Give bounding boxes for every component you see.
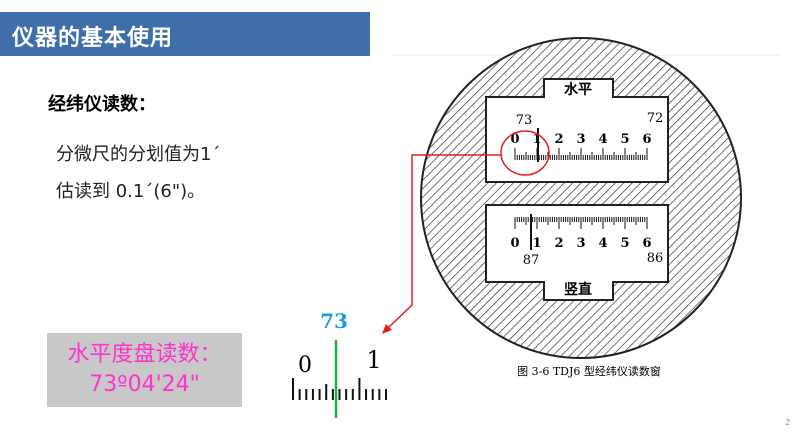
scale-label: 0	[510, 236, 519, 251]
zoom-ticks	[292, 378, 387, 400]
vertical-left-degree: 87	[523, 253, 540, 268]
scale-label: 5	[620, 132, 629, 147]
highlight-circle	[500, 130, 550, 176]
scale-label: 6	[642, 132, 651, 147]
horizontal-window-label: 水平	[564, 81, 592, 98]
zoom-left-tick-label: 0	[298, 353, 312, 378]
scale-label: 6	[642, 236, 651, 251]
header-bar: 仪器的基本使用	[0, 12, 370, 56]
scale-label: 3	[576, 132, 585, 147]
horizontal-left-degree: 73	[516, 113, 533, 128]
body-line-2: 估读到 0.1´(6")。	[56, 181, 206, 202]
horizontal-right-degree: 72	[647, 111, 664, 126]
scale-label: 0	[510, 132, 519, 147]
reading-value: 73º04'24"	[89, 372, 200, 397]
scale-label: 5	[620, 236, 629, 251]
reading-label: 水平度盘读数：	[67, 342, 222, 367]
vertical-right-degree: 86	[647, 251, 664, 266]
scale-label: 2	[554, 132, 563, 147]
body-line-1: 分微尺的分划值为1´	[56, 144, 221, 165]
zoomed-scale: 73 0 1	[292, 309, 387, 418]
vertical-window-label: 竖直	[564, 281, 592, 298]
scale-label: 4	[598, 132, 607, 147]
figure-caption: 图 3-6 TDJ6 型经纬仪读数窗	[517, 364, 661, 378]
pointer-arrowhead	[382, 324, 392, 334]
scale-label: 1	[532, 236, 541, 251]
reading-box: 水平度盘读数： 73º04'24"	[47, 333, 242, 407]
zoom-right-tick-label: 1	[366, 346, 381, 374]
section-subtitle: 经纬仪读数：	[48, 94, 156, 115]
scale-label: 2	[554, 236, 563, 251]
scale-label: 4	[598, 236, 607, 251]
page-title: 仪器的基本使用	[12, 26, 174, 51]
page-number: 2	[785, 418, 790, 427]
zoom-degree-label: 73	[320, 309, 348, 333]
scale-label: 3	[576, 236, 585, 251]
pointer-line	[387, 154, 501, 329]
vertical-scale-ticks	[514, 217, 648, 229]
